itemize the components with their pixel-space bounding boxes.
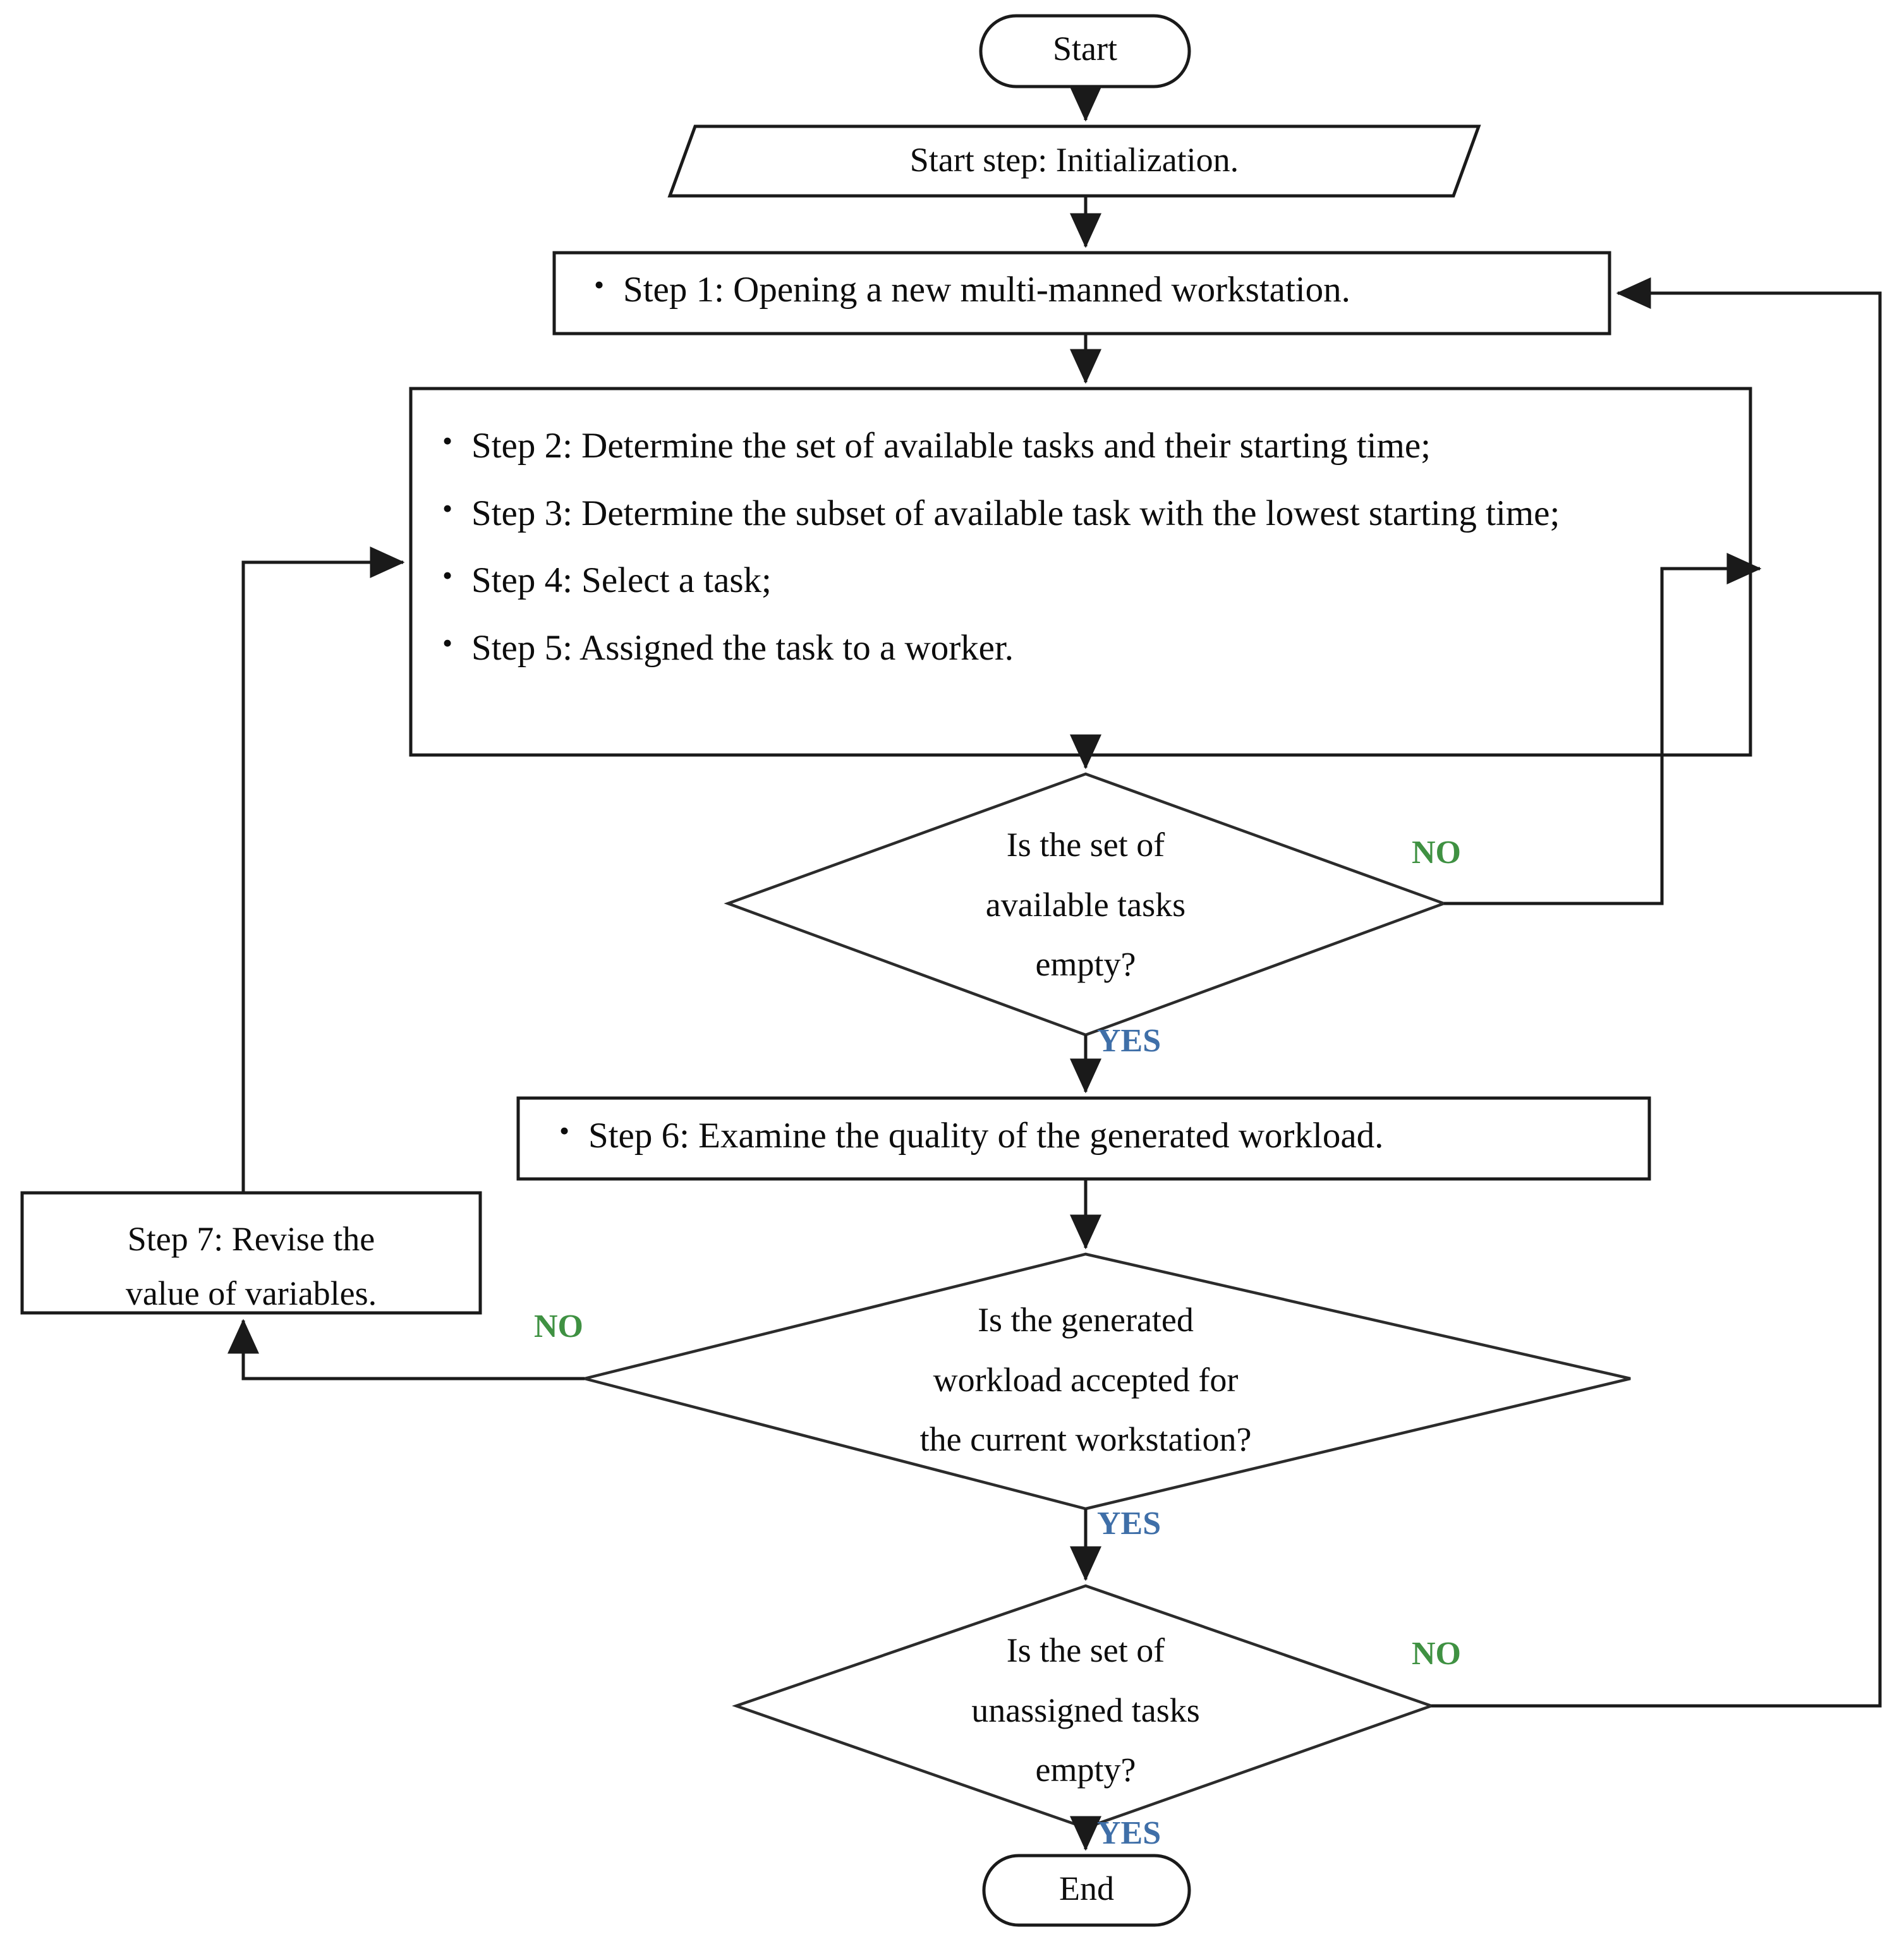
initialization-label: Start step: Initialization. [909, 141, 1239, 179]
decision3-text: Is the set of unassigned tasks empty? [833, 1621, 1338, 1800]
edge-decision2-no-to-step7 [227, 1319, 585, 1380]
decision2-text: Is the generated workload accepted for t… [738, 1290, 1433, 1470]
decision1-text: Is the set of available tasks empty? [833, 815, 1338, 994]
decision3-line-3: empty? [1035, 1751, 1136, 1789]
decision2-line-3: the current workstation? [919, 1420, 1252, 1458]
initialization-parallelogram-shape [667, 124, 1481, 198]
step1-bullet-1: • Step 1: Opening a new multi-manned wor… [594, 264, 1580, 317]
edge-label-decision2-yes: YES [1097, 1506, 1161, 1542]
bullet-dot-icon: • [442, 626, 453, 659]
steps2to5-content: • Step 2: Determine the set of available… [442, 420, 1713, 675]
step1-content: • Step 1: Opening a new multi-manned wor… [594, 264, 1580, 317]
step7-box-shape [20, 1191, 482, 1315]
step7-content: Step 7: Revise the value of variables. [35, 1212, 468, 1321]
end-terminator-shape [982, 1854, 1191, 1927]
bullet-dot-icon: • [559, 1114, 570, 1147]
step6-bullet: • Step 6: Examine the quality of the gen… [559, 1110, 1627, 1163]
step6-box-shape [516, 1096, 1651, 1181]
bullet-dot-icon: • [594, 269, 605, 301]
step6-content: • Step 6: Examine the quality of the gen… [559, 1110, 1627, 1163]
edge-label-decision2-no: NO [534, 1308, 583, 1344]
bullet-dot-icon: • [442, 492, 453, 524]
edge-label-decision1-no: NO [1412, 835, 1461, 871]
bullet-dot-icon: • [442, 425, 453, 457]
decision3-line-1: Is the set of [1006, 1631, 1165, 1669]
step5-bullet-text: Step 5: Assigned the task to a worker. [471, 627, 1014, 668]
edge-decision3-no-loop [1431, 277, 1882, 1708]
decision1-line-1: Is the set of [1006, 826, 1165, 864]
step3-bullet-text: Step 3: Determine the subset of availabl… [471, 493, 1560, 533]
step2-bullet-text: Step 2: Determine the set of available t… [471, 426, 1431, 466]
step4-bullet: • Step 4: Select a task; [442, 555, 1713, 607]
start-terminator-label: Start [1053, 30, 1117, 68]
step1-box-shape [552, 251, 1611, 335]
edge-label-decision3-yes: YES [1097, 1815, 1161, 1851]
step1-bullet-1-text: Step 1: Opening a new multi-manned works… [623, 270, 1350, 310]
step7-line-1: Step 7: Revise the [127, 1220, 375, 1258]
step7-line-2: value of variables. [125, 1274, 377, 1313]
bullet-dot-icon: • [442, 559, 453, 592]
decision2-line-2: workload accepted for [933, 1360, 1239, 1399]
decision2-line-1: Is the generated [978, 1301, 1194, 1339]
decision1-line-2: available tasks [985, 885, 1186, 924]
step6-bullet-text: Step 6: Examine the quality of the gener… [588, 1116, 1384, 1156]
step5-bullet: • Step 5: Assigned the task to a worker. [442, 622, 1713, 675]
step3-bullet: • Step 3: Determine the subset of availa… [442, 488, 1713, 540]
edge-label-decision1-yes: YES [1097, 1023, 1161, 1059]
step2-bullet: • Step 2: Determine the set of available… [442, 420, 1713, 473]
edge-decision1-no-loop [1444, 553, 1762, 905]
decision3-line-2: unassigned tasks [971, 1691, 1200, 1729]
edge-step7-to-steps2to5 [241, 547, 405, 1193]
step4-bullet-text: Step 4: Select a task; [471, 560, 772, 601]
steps2to5-box-shape [409, 387, 1752, 757]
edge-label-decision3-no: NO [1412, 1636, 1461, 1672]
decision1-line-3: empty? [1035, 945, 1136, 983]
end-terminator-label: End [1059, 1870, 1114, 1907]
